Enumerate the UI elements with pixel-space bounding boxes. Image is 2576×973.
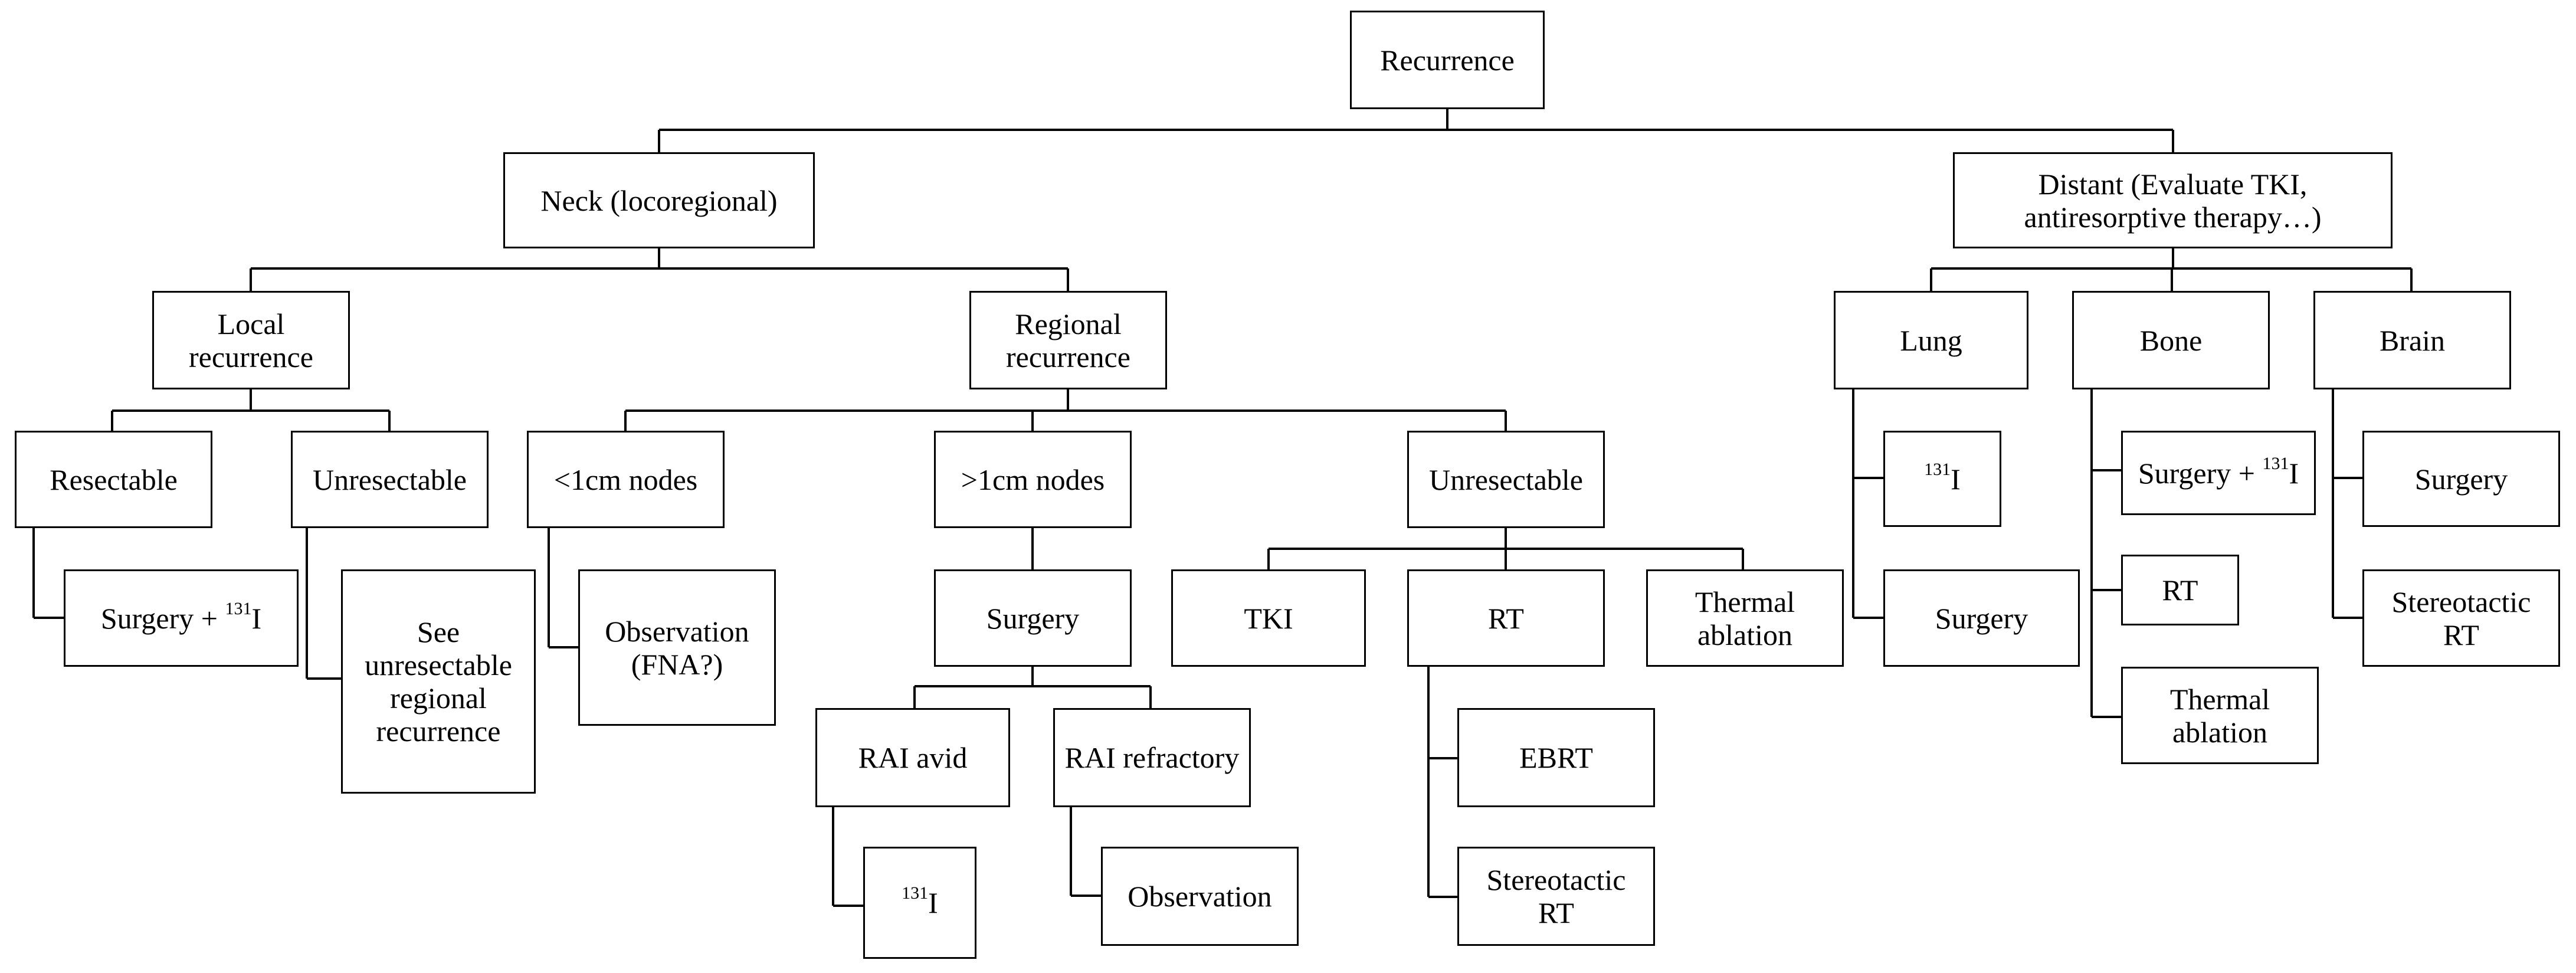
local-surgery-prefix: Surgery + <box>100 601 225 635</box>
brain-stereotactic-rt-node: Stereotactic RT <box>2362 569 2560 667</box>
local-surgery-isotope-node: Surgery + 131I <box>64 569 299 667</box>
lung-isotope-label: 131I <box>1924 459 1961 496</box>
thermal-ablation-label: Thermal ablation <box>1695 585 1795 651</box>
stereotactic-rt-label: Stereotactic RT <box>1486 863 1626 929</box>
brain-surgery-node: Surgery <box>2362 431 2560 527</box>
rai-avid-isotope-label: 131I <box>902 883 938 919</box>
bone-isotope-element: I <box>2289 456 2299 490</box>
rt-node: RT <box>1407 569 1605 667</box>
bone-node: Bone <box>2072 291 2270 389</box>
nodes-lt-1cm-node: <1cm nodes <box>527 431 725 528</box>
bone-rt-label: RT <box>2162 574 2198 607</box>
bone-thermal-ablation-node: Thermal ablation <box>2121 667 2319 764</box>
lung-isotope-mass: 131 <box>1924 459 1951 479</box>
regional-unresectable-label: Unresectable <box>1429 463 1583 496</box>
rai-refractory-label: RAI refractory <box>1064 741 1240 774</box>
local-isotope-mass: 131 <box>225 598 252 618</box>
lung-surgery-node: Surgery <box>1883 569 2080 667</box>
rai-refractory-node: RAI refractory <box>1053 708 1251 807</box>
regional-surgery-label: Surgery <box>986 601 1080 635</box>
bone-label: Bone <box>2139 323 2203 357</box>
ebrt-node: EBRT <box>1457 708 1655 807</box>
thermal-ablation-node: Thermal ablation <box>1646 569 1844 667</box>
bone-thermal-ablation-label: Thermal ablation <box>2169 682 2270 749</box>
nodes-gt-1cm-label: >1cm nodes <box>961 463 1105 496</box>
regional-recurrence-node: Regional recurrence <box>969 291 1167 389</box>
recurrence-node: Recurrence <box>1350 11 1545 109</box>
bone-isotope-mass: 131 <box>2262 453 2289 473</box>
observation-fna-label: Observation (FNA?) <box>605 614 749 681</box>
lung-isotope-element: I <box>1951 462 1961 496</box>
bone-surgery-isotope-label: Surgery + 131I <box>2138 453 2299 490</box>
lung-isotope-node: 131I <box>1883 431 2001 527</box>
regional-recurrence-label: Regional recurrence <box>1006 307 1130 374</box>
regional-surgery-node: Surgery <box>934 569 1132 667</box>
local-isotope-element: I <box>251 601 262 635</box>
stereotactic-rt-node: Stereotactic RT <box>1457 847 1655 946</box>
nodes-lt-1cm-label: <1cm nodes <box>553 463 698 496</box>
local-unresectable-label: Unresectable <box>313 463 467 496</box>
local-unresectable-node: Unresectable <box>291 431 489 528</box>
distant-label: Distant (Evaluate TKI, antiresorptive th… <box>2024 167 2322 234</box>
observation-node: Observation <box>1101 847 1299 946</box>
observation-label: Observation <box>1128 880 1272 913</box>
rai-avid-node: RAI avid <box>815 708 1010 807</box>
distant-node: Distant (Evaluate TKI, antiresorptive th… <box>1953 152 2393 248</box>
rai-avid-label: RAI avid <box>858 741 968 774</box>
see-unresectable-label: See unresectable regional recurrence <box>365 615 512 748</box>
tki-label: TKI <box>1244 601 1293 635</box>
regional-unresectable-node: Unresectable <box>1407 431 1605 528</box>
tki-node: TKI <box>1171 569 1366 667</box>
nodes-gt-1cm-node: >1cm nodes <box>934 431 1132 528</box>
rai-isotope-mass: 131 <box>902 883 929 903</box>
rai-isotope-element: I <box>928 886 938 919</box>
recurrence-label: Recurrence <box>1380 43 1515 77</box>
brain-node: Brain <box>2313 291 2511 389</box>
resectable-node: Resectable <box>15 431 212 528</box>
bone-surgery-prefix: Surgery + <box>2138 456 2263 490</box>
brain-label: Brain <box>2379 323 2446 357</box>
ebrt-label: EBRT <box>1519 741 1593 774</box>
local-recurrence-node: Local recurrence <box>152 291 350 389</box>
observation-fna-node: Observation (FNA?) <box>578 569 776 726</box>
lung-label: Lung <box>1900 323 1962 357</box>
bone-surgery-isotope-node: Surgery + 131I <box>2121 431 2316 515</box>
lung-node: Lung <box>1834 291 2028 389</box>
local-surgery-isotope-label: Surgery + 131I <box>100 598 262 635</box>
brain-surgery-label: Surgery <box>2414 462 2508 496</box>
bone-rt-node: RT <box>2121 555 2239 625</box>
lung-surgery-label: Surgery <box>1935 601 2028 635</box>
brain-stereotactic-rt-label: Stereotactic RT <box>2391 585 2531 651</box>
rai-avid-isotope-node: 131I <box>863 847 976 959</box>
neck-label: Neck (locoregional) <box>540 184 778 217</box>
local-recurrence-label: Local recurrence <box>189 307 313 374</box>
rt-label: RT <box>1488 601 1524 635</box>
resectable-label: Resectable <box>50 463 178 496</box>
neck-node: Neck (locoregional) <box>503 152 815 248</box>
see-unresectable-node: See unresectable regional recurrence <box>341 569 536 794</box>
